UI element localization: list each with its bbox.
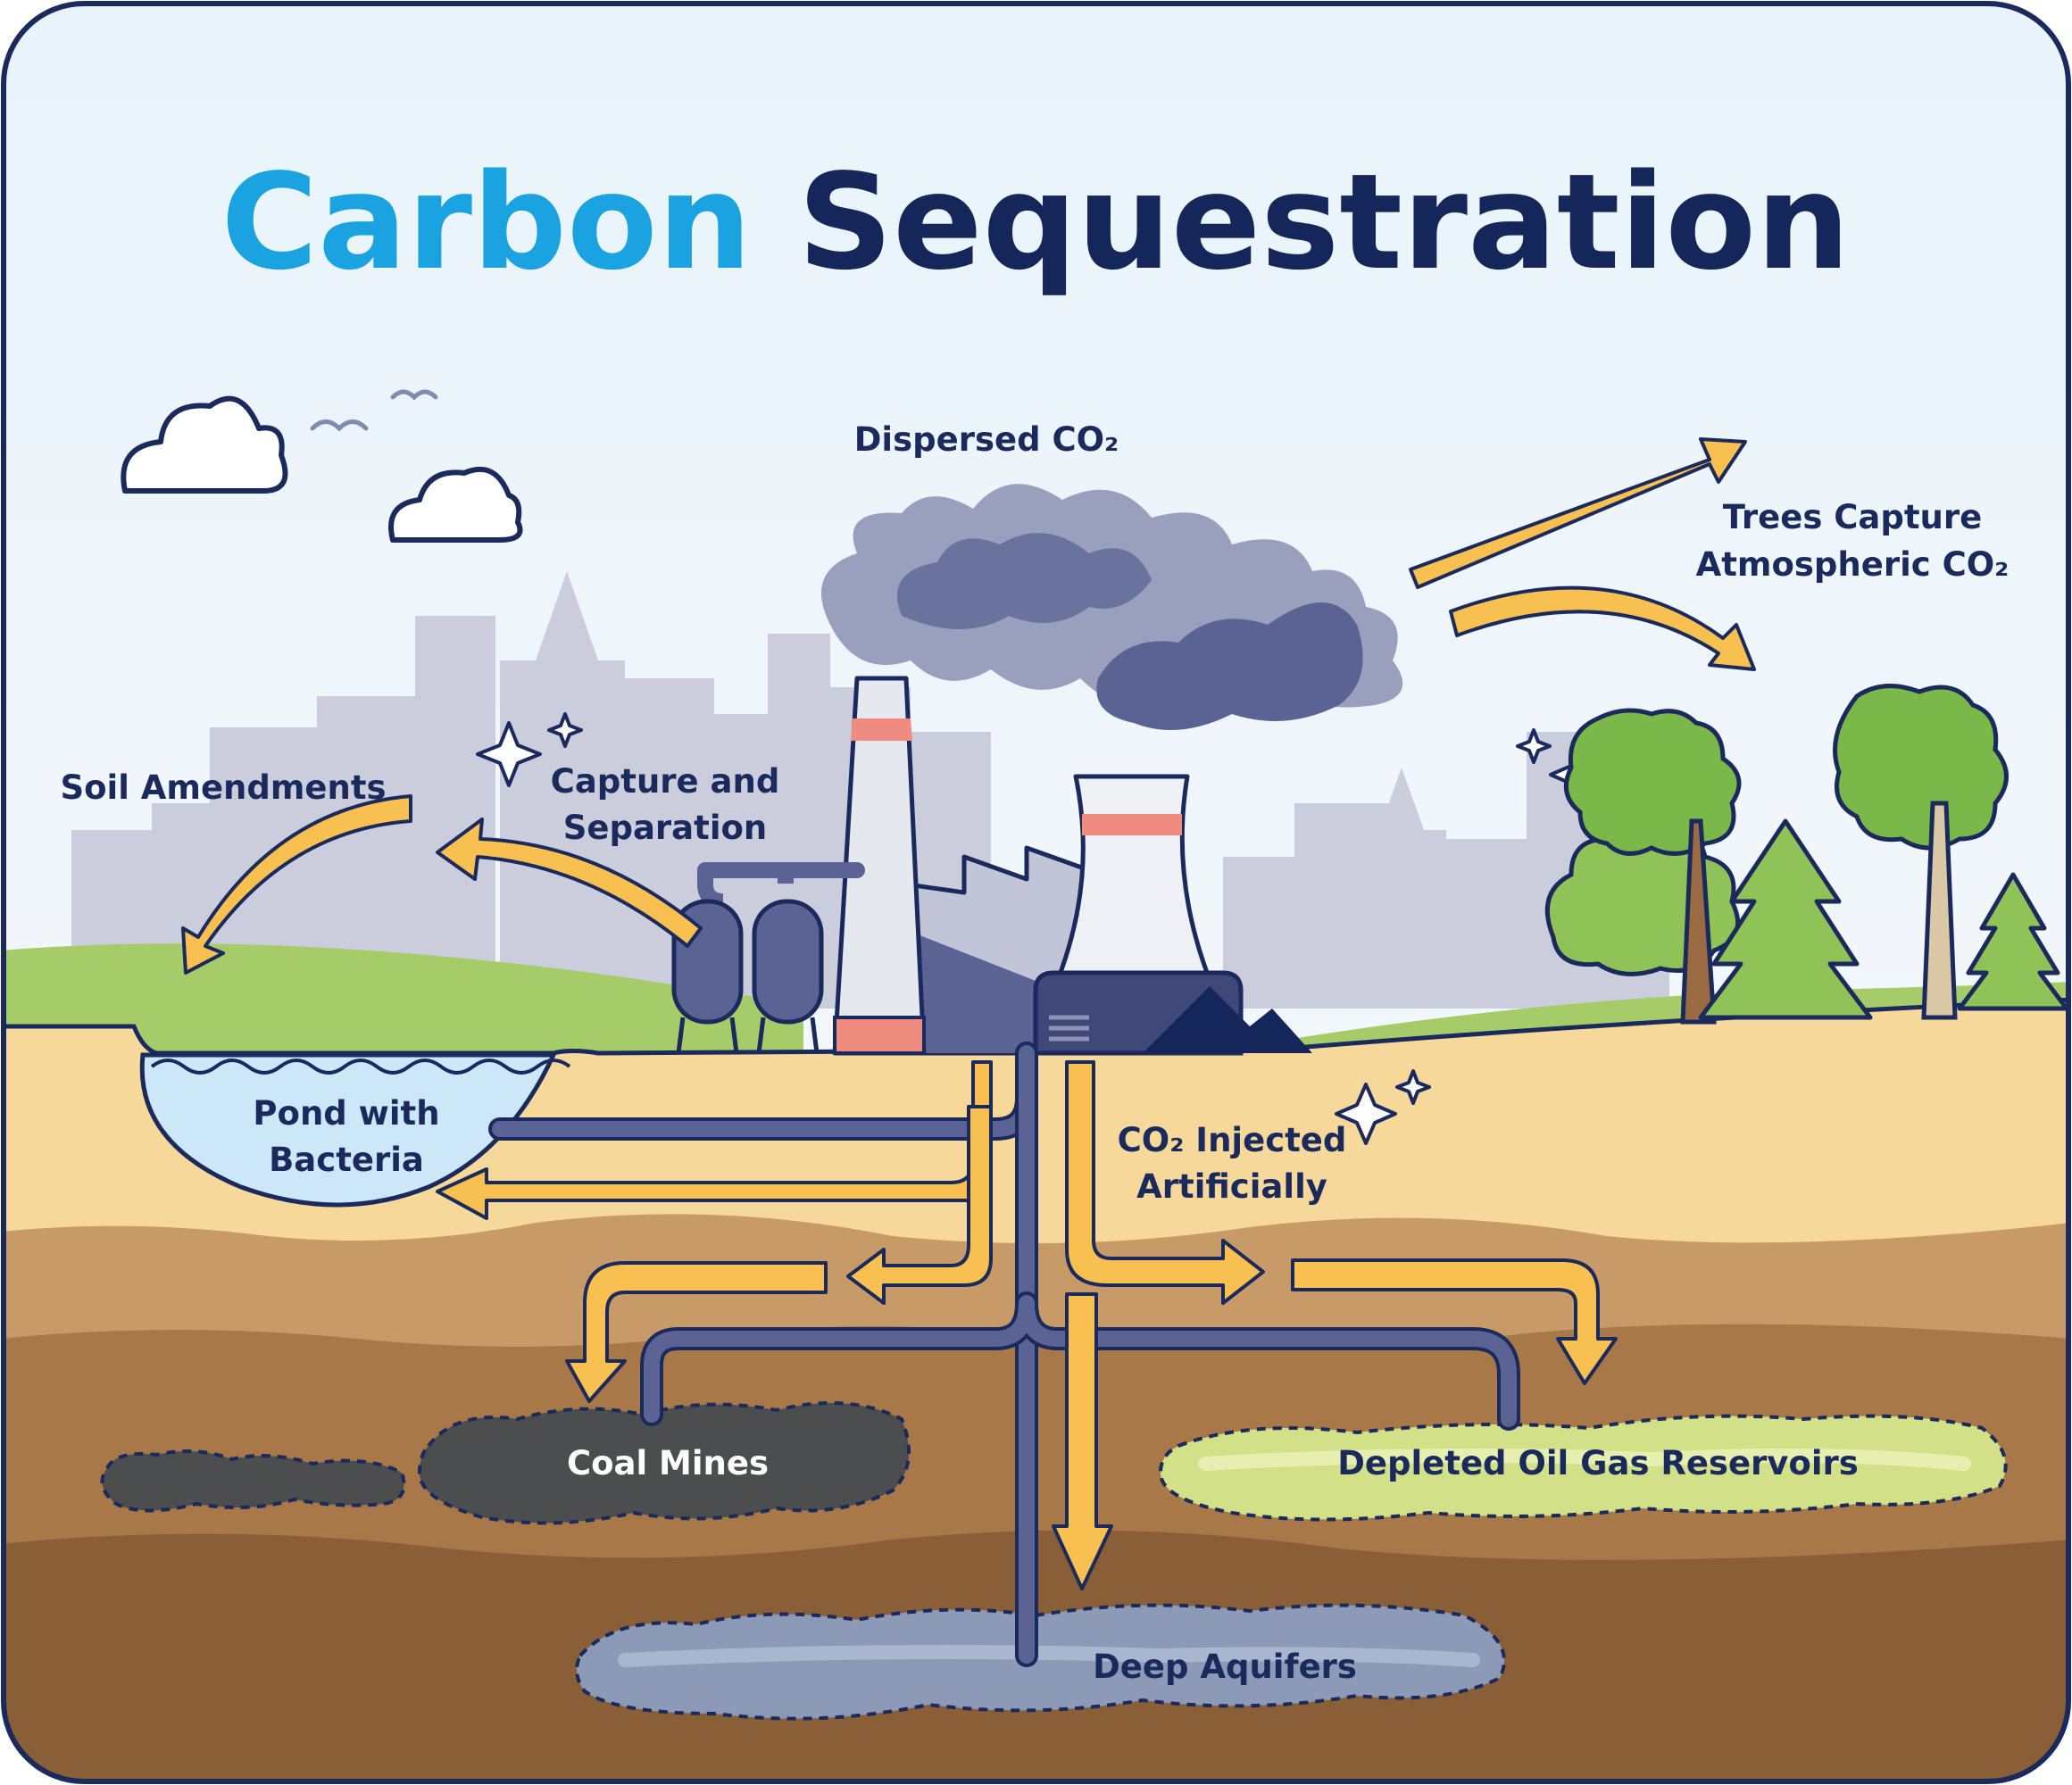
label-pond-line1: Pond with: [253, 1094, 439, 1133]
label-capture-line1: Capture and: [551, 762, 780, 801]
pine-tree-icon: [1698, 818, 2068, 1020]
label-injected-line2: Artificially: [1136, 1167, 1327, 1206]
label-injected-line1: CO₂ Injected: [1118, 1121, 1347, 1159]
oil-gas-highlight: [1198, 1449, 1971, 1471]
page-title: Carbon Sequestration: [221, 145, 1851, 299]
deep-aquifer: [575, 1603, 1506, 1721]
aquifer-highlight: [618, 1645, 1480, 1667]
coal-mine-small: [100, 1449, 406, 1513]
label-deep-aquifers: Deep Aquifers: [1093, 1648, 1357, 1686]
tree-icon: [1544, 684, 2009, 1025]
label-capture-line2: Separation: [563, 809, 768, 847]
pond-waves: [150, 1059, 571, 1075]
label-trees-capture-line2: Atmospheric CO₂: [1696, 545, 2010, 584]
label-coal-mines: Coal Mines: [567, 1444, 769, 1482]
bird-icon: [310, 389, 438, 432]
arrow-icon: [181, 437, 1756, 1590]
cloud-icon: [121, 395, 288, 494]
label-soil-amendments: Soil Amendments: [60, 768, 386, 807]
grass-left: [4, 943, 803, 1071]
title-dark: Sequestration: [798, 145, 1851, 299]
control-building: [1033, 970, 1312, 1056]
pipe-icon: [488, 1042, 1520, 1667]
label-oil-gas-reservoirs: Depleted Oil Gas Reservoirs: [1337, 1444, 1859, 1482]
title-space: [752, 145, 798, 299]
smoke-cloud: [821, 484, 1403, 730]
chimney-icon: [832, 676, 927, 1056]
coal-mine: [417, 1401, 911, 1525]
label-pond-line2: Bacteria: [269, 1141, 424, 1179]
capture-tanks: [671, 862, 865, 1054]
title-accent: Carbon: [221, 145, 752, 299]
label-dispersed-co2: Dispersed CO₂: [854, 420, 1119, 459]
cloud-icon: [388, 467, 523, 543]
oil-gas-reservoir: [1158, 1414, 2008, 1522]
label-trees-capture-line1: Trees Capture: [1723, 498, 1983, 536]
